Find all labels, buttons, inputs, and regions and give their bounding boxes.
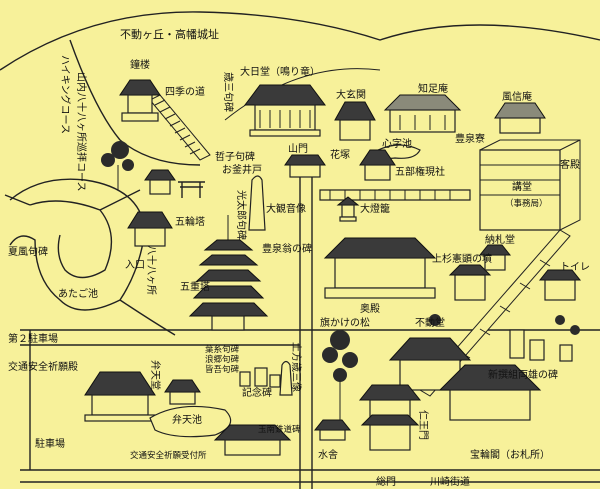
stairs-shoro [149, 94, 211, 161]
yamauchi-88-label: 山内八十八ヶ所巡拝コース [75, 72, 88, 192]
toilet-building [538, 269, 582, 301]
label-hatakake-matsu: 旗かけの松 [320, 316, 370, 329]
label-daigenkan: 大玄関 [336, 88, 366, 101]
label-tetsushi-kuhi: 哲子句碑 [215, 150, 255, 163]
label-gobu-gongensha: 五部権現社 [395, 165, 445, 178]
hiking-course-label: ハイキングコース [59, 55, 72, 134]
torii-gate [178, 181, 205, 198]
hiking-path [69, 39, 201, 166]
label-daini-chushajo: 第２駐車場 [8, 332, 58, 345]
label-kawasaki-kaido: 川崎街道 [430, 475, 470, 488]
hill-outline [0, 11, 600, 71]
hijikata-statue [279, 360, 293, 396]
kotsu-anzen-building [84, 371, 156, 422]
gojunoto-pagoda [188, 215, 269, 331]
label-atago-ike: あたご池 [58, 287, 98, 300]
okuden-building [323, 237, 437, 299]
label-hachijuhachi: 八十八ヶ所 [145, 245, 158, 295]
label-shoro: 鐘楼 [130, 58, 150, 71]
taitoro-lantern [336, 196, 360, 222]
label-toilet: トイレ [560, 262, 590, 273]
label-kuhi-kazuhisa: 葉糸句碑 [205, 344, 240, 355]
label-hanazuka: 花塚 [330, 148, 350, 161]
label-kotsu-uketsuke: 交通安全祈願受付所 [130, 450, 207, 461]
label-okuden: 奥殿 [360, 302, 380, 315]
dainichido-building [244, 84, 326, 137]
label-chushajo: 駐車場 [35, 437, 65, 450]
label-bentenike: 弁天池 [172, 413, 202, 426]
kuhi-stones [239, 367, 281, 388]
label-suisha: 水舎 [318, 449, 338, 461]
label-horinkaku: 宝輪閣（お札所） [470, 448, 550, 461]
label-bentendo: 弁天堂 [149, 360, 162, 390]
label-jimukyoku: （事務局） [505, 198, 548, 209]
course-loop-inner [29, 200, 113, 279]
label-kaihi: 皆吾句碑 [205, 364, 240, 375]
label-iriguchi: 入口 [125, 260, 145, 271]
niomon-gate [358, 384, 422, 451]
label-hijikata-zo: 土方歳三像 [290, 342, 303, 392]
chisokuan-building [383, 94, 462, 133]
nosatsudo-building [478, 244, 512, 271]
label-gyokunan-hi: 玉南鉄道碑 [258, 424, 301, 435]
label-shinsen-hi: 新撰組両雄の碑 [488, 368, 558, 381]
label-okamaido: お釜井戸 [222, 163, 262, 176]
gobu-gongensha-building [359, 149, 396, 181]
label-kotsu-anzen: 交通安全祈願殿 [8, 360, 78, 373]
label-sanmon: 山門 [288, 143, 308, 155]
label-uesugi: 上杉憲顕の墳 [432, 252, 492, 265]
label-fushinan: 風信庵 [502, 90, 532, 103]
top-label: 不動ヶ丘・高幡城址 [120, 27, 219, 41]
label-taitoro: 大燈籠 [360, 202, 390, 215]
label-kinenhi: 記念碑 [242, 386, 272, 399]
course-loop-outer [9, 178, 146, 311]
label-gojunoto: 五重塔 [180, 280, 210, 293]
label-toyoizumi-ryo: 豊泉寮 [455, 132, 485, 145]
gorinto-building [127, 211, 173, 247]
label-chisokuan: 知足庵 [418, 82, 448, 95]
label-toshizo-hi: 歳三句碑 [222, 72, 235, 112]
kodo-building [479, 139, 581, 231]
horinkaku-building [438, 364, 542, 421]
label-shiki-no-michi: 四季の道 [165, 85, 205, 98]
trees [101, 141, 580, 420]
label-ryugo-kuhi: 浪郷句碑 [205, 354, 240, 365]
label-shinjiike: 心字池 [382, 137, 412, 150]
label-gorinto: 五輪塔 [175, 215, 205, 228]
label-nosatsudo: 納札堂 [485, 233, 515, 246]
label-kotaro-kuhi: 光太郎句碑 [235, 190, 248, 240]
label-dainichido: 大日堂（鳴り竜） [240, 65, 320, 78]
wall-lines [329, 190, 451, 200]
temple-wall [319, 189, 471, 201]
course-branch [4, 189, 176, 336]
label-fudodo: 不動堂 [415, 316, 445, 329]
uesugi-tomb [448, 264, 492, 301]
label-toyoso-hi: 豊泉翁の碑 [262, 242, 312, 255]
shrine-left [144, 169, 176, 195]
label-niomon: 仁王門 [417, 410, 429, 440]
label-natsukaze-kuhi: 夏風句碑 [8, 245, 48, 258]
label-somon: 総門 [376, 475, 396, 488]
fushinan-building [494, 102, 546, 134]
label-kodo: 講堂 [512, 180, 532, 193]
shinsen-monument [509, 329, 573, 362]
daikannon-statue [248, 175, 266, 231]
kotsu-uketsuke-building [213, 424, 292, 456]
daigenkan-building [334, 101, 376, 141]
label-daikannon: 大観音像 [266, 202, 306, 215]
label-kyakuden: 客殿 [560, 158, 580, 171]
hill-inner [224, 68, 381, 121]
bentenike-pond [149, 405, 232, 438]
suisha-building [313, 419, 352, 441]
sanmon-gate [284, 154, 326, 178]
shoro-building [119, 79, 161, 122]
bentendo-building [164, 379, 201, 405]
